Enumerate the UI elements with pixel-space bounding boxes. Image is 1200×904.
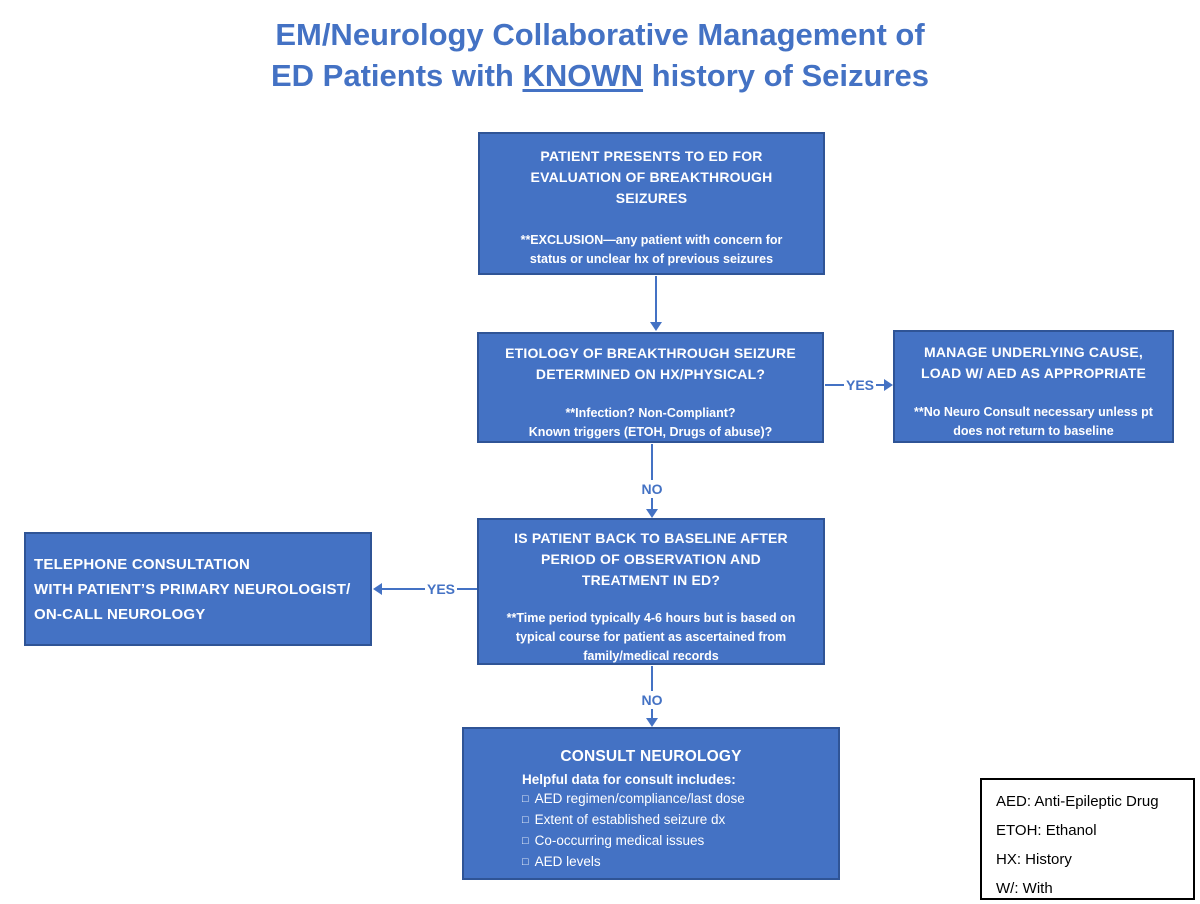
legend-item: W/: With bbox=[996, 880, 1053, 897]
box-note: **EXCLUSION—any patient with concern for… bbox=[520, 233, 783, 266]
connector-baseline-no-consult: NO bbox=[629, 666, 675, 727]
arrowhead-down-icon bbox=[646, 718, 658, 727]
flow-box-back-to-baseline: IS PATIENT BACK TO BASELINE AFTER PERIOD… bbox=[477, 518, 825, 665]
box-note-line-1: **Infection? Non-Compliant? bbox=[565, 406, 736, 420]
checkbox-icon: □ bbox=[522, 814, 529, 826]
consult-subheading: Helpful data for consult includes: bbox=[522, 772, 736, 787]
checkbox-icon: □ bbox=[522, 835, 529, 847]
connector-line bbox=[457, 588, 477, 590]
box-heading: ETIOLOGY OF BREAKTHROUGH SEIZURE DETERMI… bbox=[505, 345, 796, 382]
telephone-line-3: ON-CALL NEUROLOGY bbox=[34, 605, 206, 623]
box-heading: PATIENT PRESENTS TO ED FOR EVALUATION OF… bbox=[530, 148, 773, 206]
list-item-text: Extent of established seizure dx bbox=[534, 812, 726, 827]
connector-etiology-no-baseline: NO bbox=[629, 444, 675, 518]
arrowhead-down-icon bbox=[646, 509, 658, 518]
connector-line bbox=[651, 444, 653, 480]
connector-label-no: NO bbox=[641, 692, 663, 708]
connector-baseline-yes-telephone: YES bbox=[373, 580, 477, 598]
flow-box-consult-neurology: CONSULT NEUROLOGY Helpful data for consu… bbox=[462, 727, 840, 880]
flow-box-manage-cause: MANAGE UNDERLYING CAUSE, LOAD W/ AED AS … bbox=[893, 330, 1174, 443]
title-line-2: ED Patients with KNOWN history of Seizur… bbox=[0, 55, 1200, 96]
box-note-line-2: Known triggers (ETOH, Drugs of abuse)? bbox=[528, 425, 773, 439]
checkbox-icon: □ bbox=[522, 856, 529, 868]
connector-presents-to-etiology bbox=[650, 276, 662, 331]
box-heading: CONSULT NEUROLOGY bbox=[560, 748, 742, 765]
connector-label-yes: YES bbox=[426, 581, 455, 597]
legend-item: ETOH: Ethanol bbox=[996, 822, 1097, 839]
connector-etiology-yes-manage: YES bbox=[825, 376, 893, 394]
arrowhead-right-icon bbox=[884, 379, 893, 391]
flow-box-telephone-consultation: TELEPHONE CONSULTATION WITH PATIENT’S PR… bbox=[24, 532, 372, 646]
title-line-2-prefix: ED Patients with bbox=[271, 58, 523, 93]
connector-line bbox=[382, 588, 425, 590]
title-line-1: EM/Neurology Collaborative Management of bbox=[0, 14, 1200, 55]
connector-line bbox=[651, 498, 653, 509]
legend-item: AED: Anti-Epileptic Drug bbox=[996, 793, 1159, 810]
list-item: □ AED levels bbox=[522, 852, 838, 873]
list-item: □ AED regimen/compliance/last dose bbox=[522, 789, 838, 810]
consult-details: Helpful data for consult includes: □ AED… bbox=[464, 770, 838, 873]
box-heading: MANAGE UNDERLYING CAUSE, LOAD W/ AED AS … bbox=[920, 344, 1147, 381]
connector-line bbox=[651, 666, 653, 691]
flow-box-etiology: ETIOLOGY OF BREAKTHROUGH SEIZURE DETERMI… bbox=[477, 332, 824, 443]
flow-box-patient-presents: PATIENT PRESENTS TO ED FOR EVALUATION OF… bbox=[478, 132, 825, 275]
title-line-1-text: EM/Neurology Collaborative Management of bbox=[275, 17, 925, 52]
list-item-text: Co-occurring medical issues bbox=[534, 833, 705, 848]
list-item: □ Extent of established seizure dx bbox=[522, 810, 838, 831]
list-item-text: AED levels bbox=[534, 854, 601, 869]
arrowhead-down-icon bbox=[650, 322, 662, 331]
box-note: **No Neuro Consult necessary unless pt d… bbox=[914, 405, 1153, 438]
list-item-text: AED regimen/compliance/last dose bbox=[534, 791, 745, 806]
abbreviation-legend: AED: Anti-Epileptic Drug ETOH: Ethanol H… bbox=[980, 778, 1195, 900]
box-heading: IS PATIENT BACK TO BASELINE AFTER PERIOD… bbox=[514, 530, 788, 588]
connector-line bbox=[825, 384, 844, 386]
box-note: **Infection? Non-Compliant? Known trigge… bbox=[493, 404, 808, 442]
box-note: **Time period typically 4-6 hours but is… bbox=[506, 611, 796, 663]
telephone-line-2: WITH PATIENT’S PRIMARY NEUROLOGIST/ bbox=[34, 580, 351, 598]
connector-line bbox=[655, 276, 657, 322]
connector-line bbox=[651, 709, 653, 718]
arrowhead-left-icon bbox=[373, 583, 382, 595]
connector-label-no: NO bbox=[641, 481, 663, 497]
checkbox-icon: □ bbox=[522, 793, 529, 805]
list-item: □ Co-occurring medical issues bbox=[522, 831, 838, 852]
connector-label-yes: YES bbox=[845, 377, 874, 393]
connector-line bbox=[876, 384, 884, 386]
telephone-line-1: TELEPHONE CONSULTATION bbox=[34, 555, 251, 573]
legend-item: HX: History bbox=[996, 851, 1072, 868]
page-title: EM/Neurology Collaborative Management of… bbox=[0, 14, 1200, 96]
title-line-2-suffix: history of Seizures bbox=[643, 58, 929, 93]
title-known-underlined: KNOWN bbox=[522, 58, 644, 93]
